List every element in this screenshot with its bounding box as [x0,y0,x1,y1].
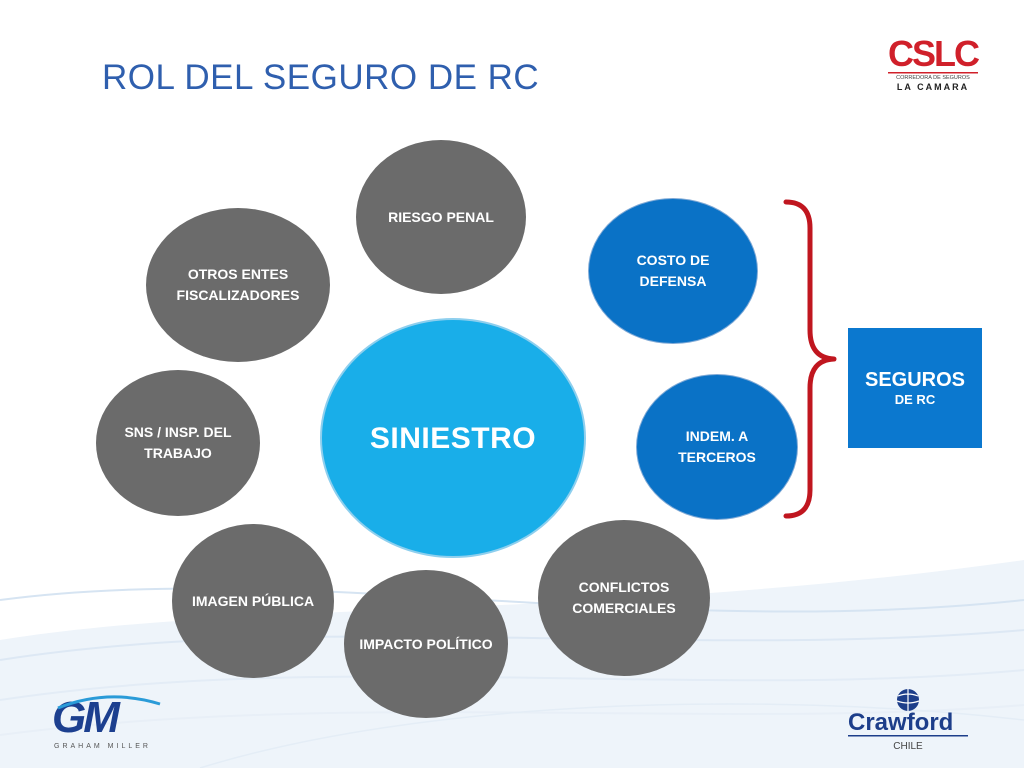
graham-miller-logo: GM GRAHAM MILLER [52,693,161,750]
bubble-conflictos: CONFLICTOS COMERCIALES [538,520,710,676]
bubble-label: IMPACTO POLÍTICO [359,635,493,652]
seguros-title: SEGUROS [864,369,966,391]
bubble-label: IMAGEN PÚBLICA [191,592,315,609]
crawford-country: CHILE [893,741,923,752]
bubble-label: INDEM. A TERCEROS [678,428,756,465]
gm-mark: GM [52,693,121,742]
crawford-name: Crawford [848,709,953,736]
bubble-impacto-politico: IMPACTO POLÍTICO [344,570,508,718]
bubble-indem-terceros: INDEM. A TERCEROS [636,374,798,520]
cslc-line2: LA CAMARA [897,82,969,92]
bubble-label: SNS / INSP. DEL TRABAJO [124,424,232,461]
seguros-rc-box: SEGUROS DE RC [848,328,982,448]
cslc-line1: CORREDORA DE SEGUROS [896,75,970,81]
bubble-label: COSTO DE DEFENSA [636,252,710,289]
cslc-mark: CSLC [888,34,980,74]
cslc-logo: CSLC CORREDORA DE SEGUROS LA CAMARA [888,34,980,92]
seguros-subtitle: DE RC [894,392,936,407]
bubble-riesgo-penal: RIESGO PENAL [356,140,526,294]
slide-title: ROL DEL SEGURO DE RC [102,58,540,97]
bubble-imagen-publica: IMAGEN PÚBLICA [172,524,334,678]
bubble-label: RIESGO PENAL [388,208,494,225]
bubble-label: OTROS ENTES FISCALIZADORES [176,266,300,303]
bubble-otros-entes: OTROS ENTES FISCALIZADORES [146,208,330,362]
center-label: SINIESTRO [369,421,537,455]
gm-text: GRAHAM MILLER [54,743,151,750]
bubble-costo-defensa: COSTO DE DEFENSA [588,198,758,344]
brace-icon [783,199,837,519]
bubble-label: CONFLICTOS COMERCIALES [572,579,676,616]
bubble-sns: SNS / INSP. DEL TRABAJO [96,370,260,516]
center-siniestro: SINIESTRO [320,318,586,558]
crawford-logo: Crawford CHILE [848,689,968,752]
